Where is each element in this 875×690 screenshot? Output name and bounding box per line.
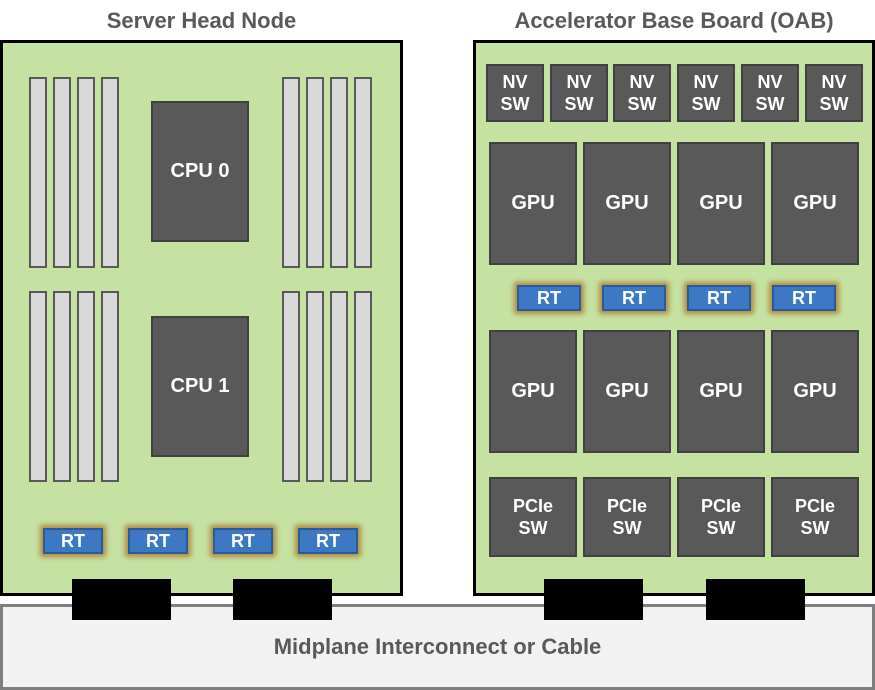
dimm-slot xyxy=(29,291,47,482)
midplane-connector xyxy=(544,579,643,620)
retimer: RT xyxy=(298,528,358,554)
midplane-connector xyxy=(233,579,332,620)
nvswitch: NV SW xyxy=(805,64,863,122)
dimm-slot xyxy=(53,291,71,482)
dimm-slot xyxy=(306,291,324,482)
dimm-slot xyxy=(282,291,300,482)
midplane-label: Midplane Interconnect or Cable xyxy=(273,634,602,659)
retimer: RT xyxy=(517,285,581,311)
gpu: GPU xyxy=(583,142,671,265)
gpu: GPU xyxy=(677,142,765,265)
pcie-switch: PCIe SW xyxy=(677,477,765,557)
dimm-slot xyxy=(282,77,300,268)
dimm-slot xyxy=(354,291,372,482)
dimm-slot xyxy=(29,77,47,268)
retimer: RT xyxy=(602,285,666,311)
retimer: RT xyxy=(128,528,188,554)
retimer: RT xyxy=(213,528,273,554)
retimer: RT xyxy=(687,285,751,311)
dimm-slot xyxy=(330,77,348,268)
dimm-slot xyxy=(101,291,119,482)
dimm-slot xyxy=(77,291,95,482)
retimer: RT xyxy=(43,528,103,554)
head-node-title: Server Head Node xyxy=(106,8,297,33)
gpu: GPU xyxy=(677,330,765,453)
nvswitch: NV SW xyxy=(486,64,544,122)
dimm-slot xyxy=(101,77,119,268)
gpu: GPU xyxy=(771,330,859,453)
retimer: RT xyxy=(772,285,836,311)
pcie-switch: PCIe SW xyxy=(771,477,859,557)
cpu-1: CPU 1 xyxy=(151,316,249,457)
pcie-switch: PCIe SW xyxy=(489,477,577,557)
dimm-slot xyxy=(306,77,324,268)
gpu: GPU xyxy=(489,142,577,265)
dimm-slot xyxy=(77,77,95,268)
dimm-slot xyxy=(53,77,71,268)
dimm-slot xyxy=(330,291,348,482)
gpu: GPU xyxy=(771,142,859,265)
nvswitch: NV SW xyxy=(677,64,735,122)
gpu: GPU xyxy=(489,330,577,453)
oab-title: Accelerator Base Board (OAB) xyxy=(514,8,834,33)
nvswitch: NV SW xyxy=(613,64,671,122)
midplane-connector xyxy=(72,579,171,620)
cpu-0: CPU 0 xyxy=(151,101,249,242)
pcie-switch: PCIe SW xyxy=(583,477,671,557)
gpu: GPU xyxy=(583,330,671,453)
nvswitch: NV SW xyxy=(741,64,799,122)
dimm-slot xyxy=(354,77,372,268)
midplane-connector xyxy=(706,579,805,620)
nvswitch: NV SW xyxy=(550,64,608,122)
